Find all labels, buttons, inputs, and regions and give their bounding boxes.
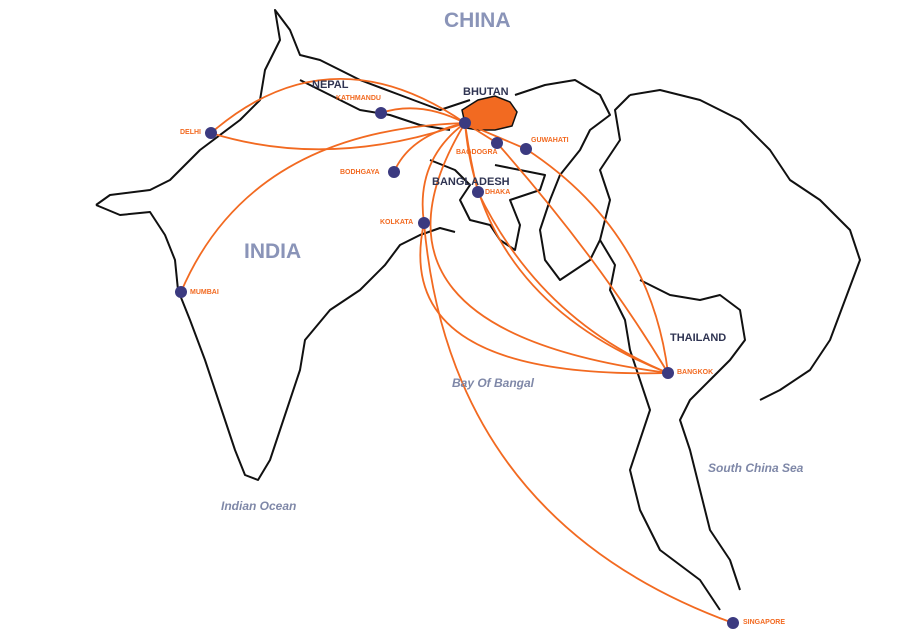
label-dhaka: DHAKA bbox=[485, 189, 511, 196]
bhutan-shape bbox=[461, 95, 518, 131]
label-bangkok: BANGKOK bbox=[677, 369, 714, 376]
dot-singapore[interactable] bbox=[727, 617, 739, 629]
route-paro-bangkok-west bbox=[429, 122, 669, 374]
dot-paro[interactable] bbox=[459, 117, 471, 129]
label-bodhgaya: BODHGAYA bbox=[340, 169, 380, 176]
label-guwahati: GUWAHATI bbox=[531, 137, 569, 144]
route-dhaka-bangkok bbox=[477, 191, 669, 374]
flight-routes bbox=[180, 78, 734, 624]
route-paro-delhi-north bbox=[210, 78, 466, 134]
route-paro-mumbai bbox=[180, 122, 466, 293]
dot-bangkok[interactable] bbox=[662, 367, 674, 379]
route-paro-kathmandu bbox=[380, 107, 466, 124]
label-bhutan: BHUTAN bbox=[463, 86, 509, 98]
label-singapore: SINGAPORE bbox=[743, 619, 786, 626]
route-kolkata-bangkok bbox=[419, 222, 669, 375]
label-thailand: THAILAND bbox=[670, 332, 727, 344]
dot-delhi[interactable] bbox=[205, 127, 217, 139]
label-india: INDIA bbox=[244, 240, 302, 263]
dot-dhaka[interactable] bbox=[472, 186, 484, 198]
label-kolkata: KOLKATA bbox=[380, 219, 414, 226]
label-bay-of-bengal: Bay Of Bangal bbox=[452, 376, 535, 390]
myanmar-thailand-border bbox=[599, 239, 721, 611]
route-paro-bagdogra bbox=[464, 122, 498, 144]
route-guwahati-bangkok bbox=[525, 148, 669, 374]
country-borders bbox=[95, 9, 861, 611]
label-bagdogra: BAGDOGRA bbox=[456, 149, 498, 156]
label-south-china-sea: South China Sea bbox=[708, 461, 804, 475]
label-indian-ocean: Indian Ocean bbox=[221, 499, 297, 513]
route-paro-bangkok bbox=[464, 122, 669, 374]
indochina bbox=[629, 89, 861, 401]
label-delhi: DELHI bbox=[180, 129, 201, 136]
label-kathmandu: KATHMANDU bbox=[336, 95, 381, 102]
route-paro-kolkata bbox=[421, 122, 466, 224]
city-dots bbox=[175, 107, 739, 629]
route-kolkata-singapore bbox=[423, 222, 734, 624]
route-paro-delhi-south bbox=[210, 122, 466, 151]
india-coast-west bbox=[95, 204, 456, 481]
label-nepal: NEPAL bbox=[312, 79, 349, 91]
label-china: CHINA bbox=[444, 9, 511, 32]
route-paro-bodhgaya bbox=[393, 122, 466, 173]
dot-guwahati[interactable] bbox=[520, 143, 532, 155]
label-bangladesh: BANGLADESH bbox=[432, 176, 510, 188]
route-bagdogra-bangkok bbox=[496, 142, 669, 374]
dot-bagdogra[interactable] bbox=[491, 137, 503, 149]
label-mumbai: MUMBAI bbox=[190, 289, 219, 296]
route-paro-guwahati bbox=[464, 122, 527, 150]
dot-kathmandu[interactable] bbox=[375, 107, 387, 119]
bangladesh-border bbox=[429, 159, 546, 251]
thailand-east bbox=[639, 279, 746, 591]
dot-bodhgaya[interactable] bbox=[388, 166, 400, 178]
northeast-border bbox=[514, 79, 631, 281]
india-north bbox=[95, 9, 471, 206]
dot-kolkata[interactable] bbox=[418, 217, 430, 229]
dot-mumbai[interactable] bbox=[175, 286, 187, 298]
